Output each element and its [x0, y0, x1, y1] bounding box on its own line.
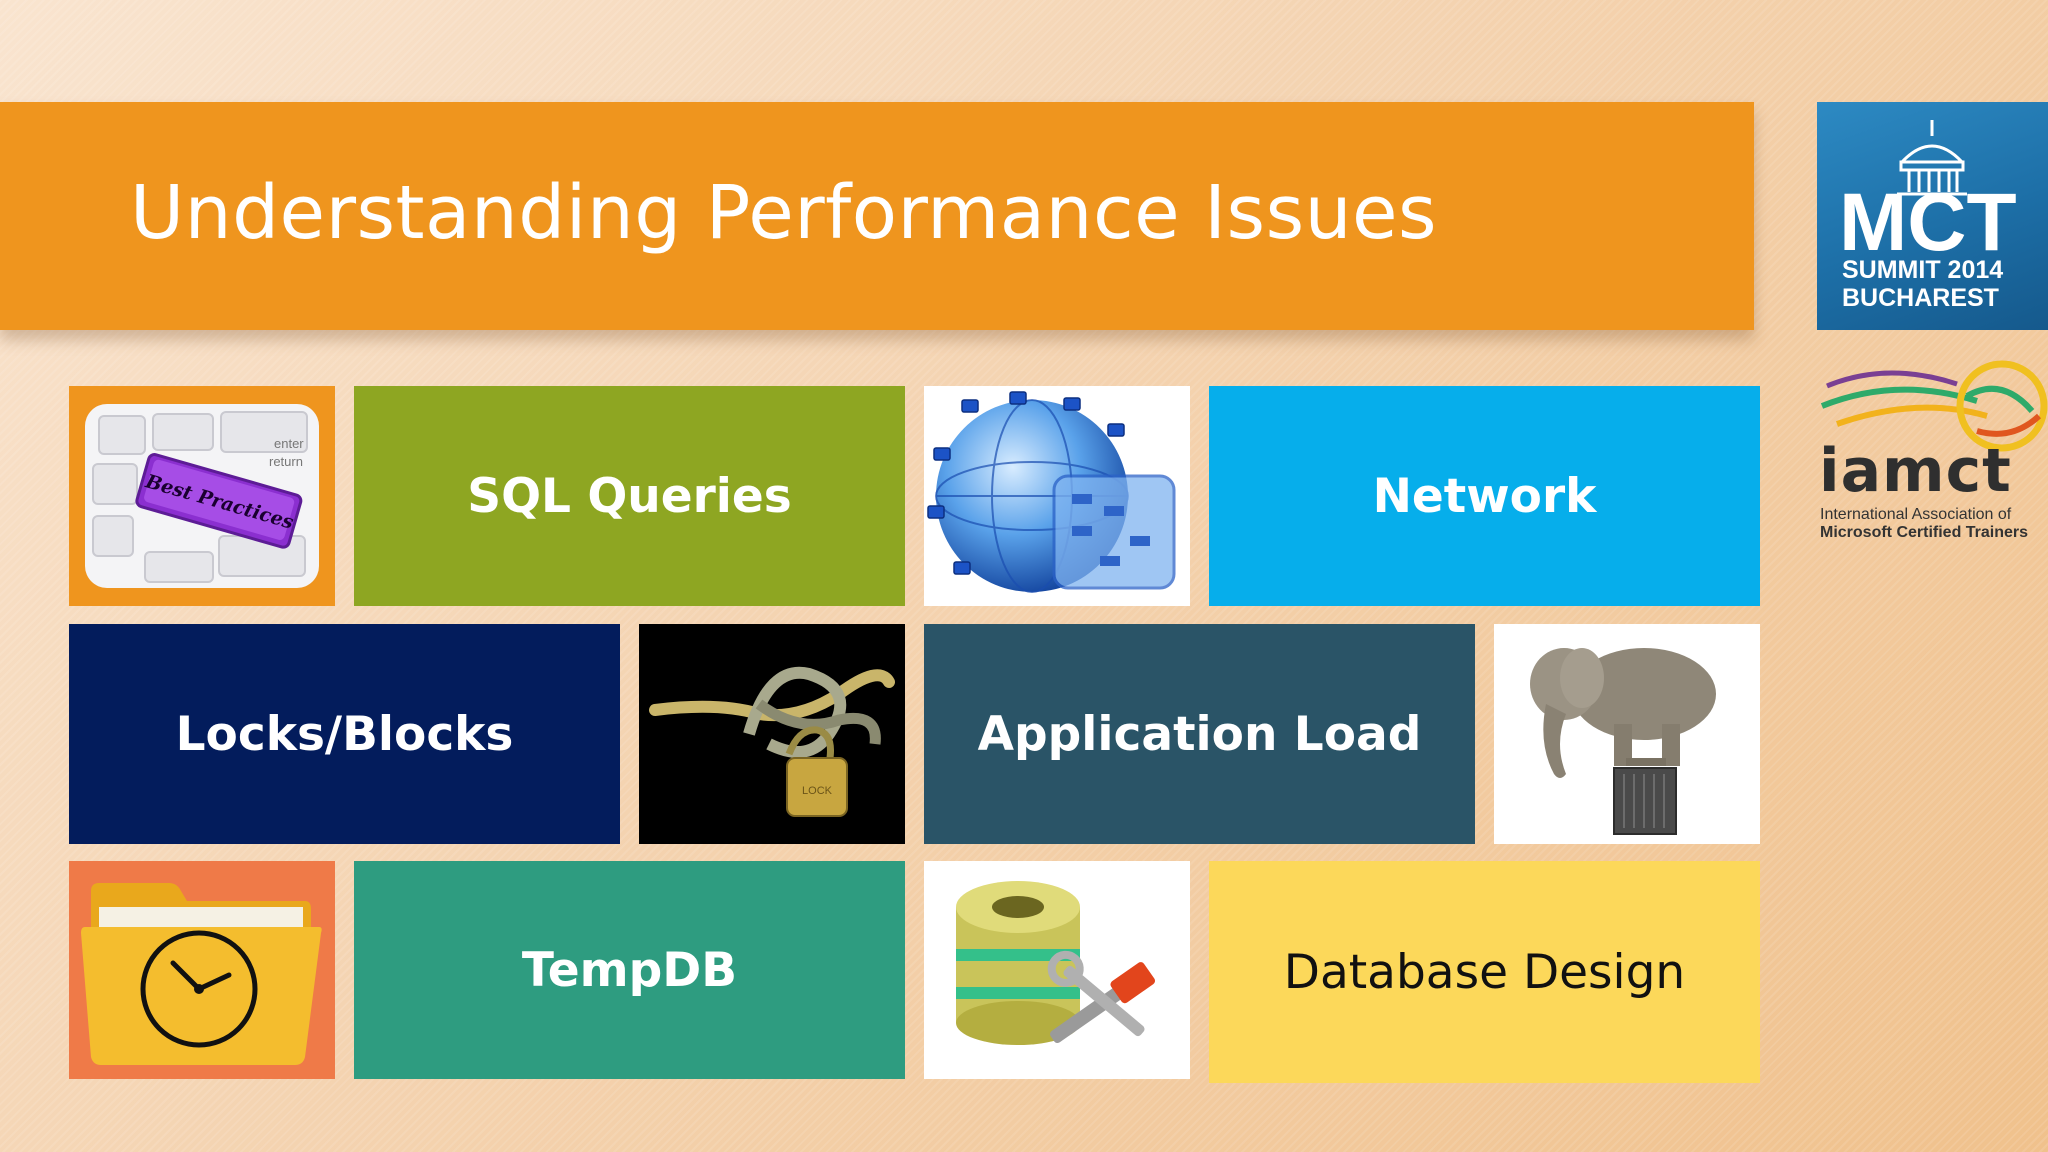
- slide-title: Understanding Performance Issues: [130, 170, 1438, 256]
- iamct-line2: Microsoft Certified Trainers: [1820, 524, 2029, 541]
- folder-clock-image: [69, 861, 335, 1079]
- key-return-label: return: [269, 454, 303, 469]
- tile-tempdb[interactable]: TempDB: [354, 861, 905, 1079]
- iamct-swoosh-icon: [1820, 360, 2048, 452]
- iamct-line1: International Association of: [1820, 506, 2012, 523]
- mct-logo-title: MCT: [1839, 177, 2017, 268]
- mct-logo-summit: SUMMIT 2014: [1842, 256, 2004, 284]
- key-enter-label: enter: [274, 436, 304, 451]
- keyboard-icon: enter return Best Practices: [85, 404, 319, 588]
- iamct-logo: iamct International Association of Micro…: [1817, 356, 2048, 546]
- folder-clock-icon: [81, 883, 322, 1065]
- rope-padlock-image: LOCK: [639, 624, 905, 844]
- padlock-icon: LOCK: [649, 666, 895, 817]
- tile-tempdb-label: TempDB: [521, 942, 738, 998]
- tile-sql-queries-label: SQL Queries: [467, 468, 792, 524]
- tile-database-design-label: Database Design: [1283, 944, 1686, 1000]
- tile-application-load-label: Application Load: [977, 706, 1422, 762]
- mct-summit-logo: MCT SUMMIT 2014 BUCHAREST: [1817, 102, 2048, 330]
- padlock-label: LOCK: [802, 785, 833, 797]
- title-bar: [0, 102, 1754, 330]
- database-tools-icon: [956, 881, 1156, 1045]
- iamct-wordmark: iamct: [1819, 436, 2012, 506]
- tile-sql-queries[interactable]: SQL Queries: [354, 386, 905, 606]
- mct-logo-city: BUCHAREST: [1842, 284, 1999, 312]
- globe-network-image: [924, 386, 1190, 606]
- tile-network-label: Network: [1372, 468, 1597, 524]
- globe-icon: [927, 391, 1176, 593]
- best-practices-image: enter return Best Practices: [69, 386, 335, 606]
- tile-network[interactable]: Network: [1209, 386, 1760, 606]
- building-icon: [1897, 120, 1967, 196]
- tile-locks-blocks[interactable]: Locks/Blocks: [69, 624, 620, 844]
- tile-database-design[interactable]: Database Design: [1209, 861, 1760, 1083]
- elephant-icon: [1530, 648, 1716, 835]
- database-tools-image: [924, 861, 1190, 1079]
- tile-application-load[interactable]: Application Load: [924, 624, 1475, 844]
- elephant-image: [1494, 624, 1760, 844]
- tile-locks-blocks-label: Locks/Blocks: [175, 706, 514, 762]
